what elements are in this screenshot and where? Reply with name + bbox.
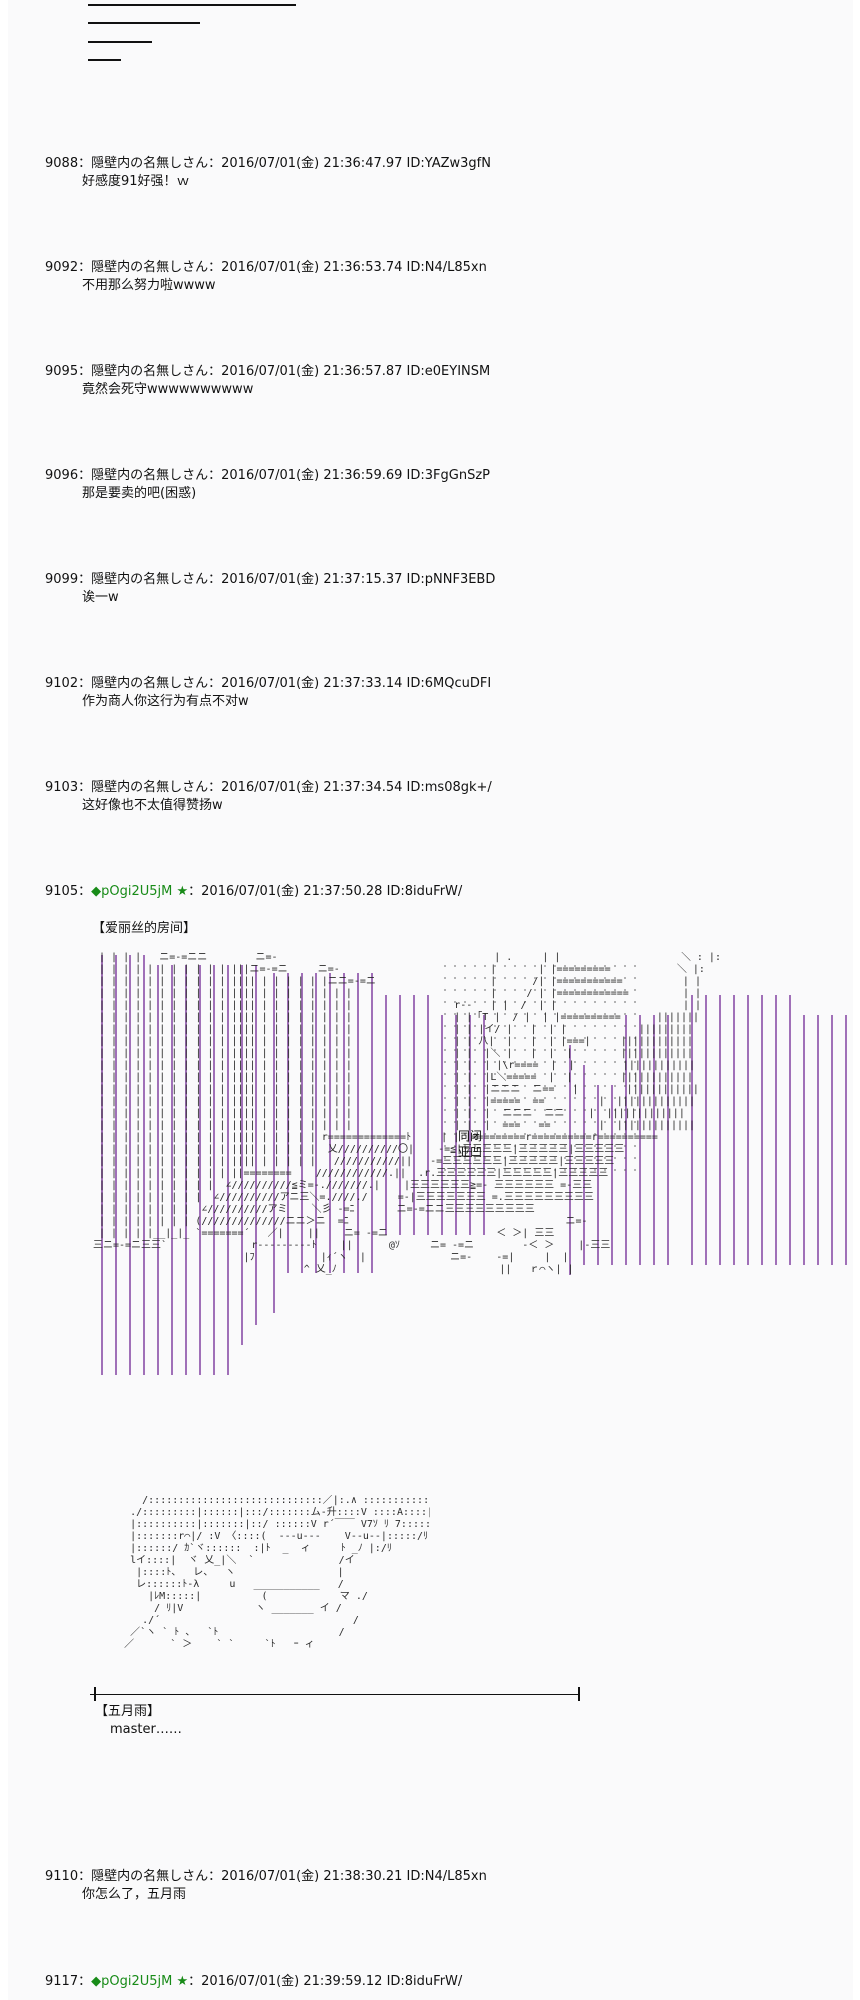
post-header: 9103：隠壁内の名無しさん：2016/07/01(金) 21:37:34.54… — [45, 780, 492, 795]
post-9102: 9102：隠壁内の名無しさん：2016/07/01(金) 21:37:33.14… — [45, 675, 491, 711]
post-9095: 9095：隠壁内の名無しさん：2016/07/01(金) 21:36:57.87… — [45, 363, 490, 399]
post-body: 诶一w — [82, 590, 119, 605]
speaker-label: 【五月雨】 — [95, 1704, 161, 1719]
speaker-line: master…… — [110, 1722, 182, 1737]
post-header: 9092：隠壁内の名無しさん：2016/07/01(金) 21:36:53.74… — [45, 260, 487, 275]
top-decor-line-4 — [88, 59, 121, 61]
post-body: 不用那么努力啦wwww — [82, 278, 216, 293]
room-art-dots — [440, 960, 640, 1180]
star-icon: ★ — [176, 884, 189, 899]
post-9092: 9092：隠壁内の名無しさん：2016/07/01(金) 21:36:53.74… — [45, 259, 487, 295]
post-9117: 9117：◆pOgi2U5jM ★：2016/07/01(金) 21:39:59… — [45, 1973, 462, 1991]
post-header: 9117：◆pOgi2U5jM ★：2016/07/01(金) 21:39:59… — [45, 1974, 463, 1989]
post-9110: 9110：隠壁内の名無しさん：2016/07/01(金) 21:38:30.21… — [45, 1868, 487, 1904]
post-header: 9096：隠壁内の名無しさん：2016/07/01(金) 21:36:59.69… — [45, 468, 490, 483]
post-header: 9088：隠壁内の名無しさん：2016/07/01(金) 21:36:47.97… — [45, 156, 491, 171]
post-body: 作为商人你这行为有点不对w — [82, 694, 249, 709]
post-body: 竟然会死守wwwwwwwwww — [82, 382, 254, 397]
post-body: 那是要卖的吧(困惑) — [82, 486, 197, 501]
post-header: 9110：隠壁内の名無しさん：2016/07/01(金) 21:38:30.21… — [45, 1869, 487, 1884]
tripcode: ◆pOgi2U5jM — [91, 884, 173, 899]
post-9105: 9105：◆pOgi2U5jM ★：2016/07/01(金) 21:37:50… — [45, 883, 462, 901]
post-header: 9105：◆pOgi2U5jM ★：2016/07/01(金) 21:37:50… — [45, 884, 463, 899]
post-header: 9102：隠壁内の名無しさん：2016/07/01(金) 21:37:33.14… — [45, 676, 492, 691]
post-9088: 9088：隠壁内の名無しさん：2016/07/01(金) 21:36:47.97… — [45, 155, 491, 191]
tripcode: ◆pOgi2U5jM — [91, 1974, 173, 1989]
post-body: 这好像也不太值得赞扬w — [82, 798, 223, 813]
top-decor-line-3 — [88, 41, 152, 43]
post-9103: 9103：隠壁内の名無しさん：2016/07/01(金) 21:37:34.54… — [45, 779, 492, 815]
post-9099: 9099：隠壁内の名無しさん：2016/07/01(金) 21:37:15.37… — [45, 571, 495, 607]
star-icon: ★ — [176, 1974, 189, 1989]
post-header: 9099：隠壁内の名無しさん：2016/07/01(金) 21:37:15.37… — [45, 572, 496, 587]
divider-tick-left — [94, 1687, 96, 1701]
thread-page — [8, 0, 853, 2000]
post-9096: 9096：隠壁内の名無しさん：2016/07/01(金) 21:36:59.69… — [45, 467, 490, 503]
post-header: 9095：隠壁内の名無しさん：2016/07/01(金) 21:36:57.87… — [45, 364, 491, 379]
character-ascii-art: /:::::::::::::::::::::::::::::／|:.∧ ::::… — [124, 1495, 430, 1650]
divider-tick-right — [578, 1687, 580, 1701]
room-sign: 同闭 亚凹 — [458, 1129, 483, 1159]
post-body: 你怎么了，五月雨 — [82, 1887, 187, 1902]
scene-label: 【爱丽丝的房间】 — [92, 921, 197, 936]
room-ascii-art: | | | | ニ=-=ニニ ニ=- | . | | ＼ : |: | | | … — [93, 952, 721, 1275]
top-decor-line-1 — [88, 4, 296, 6]
top-decor-line-2 — [88, 22, 200, 24]
divider-line — [90, 1694, 580, 1695]
post-body: 好感度91好强！ｗ — [82, 174, 190, 189]
